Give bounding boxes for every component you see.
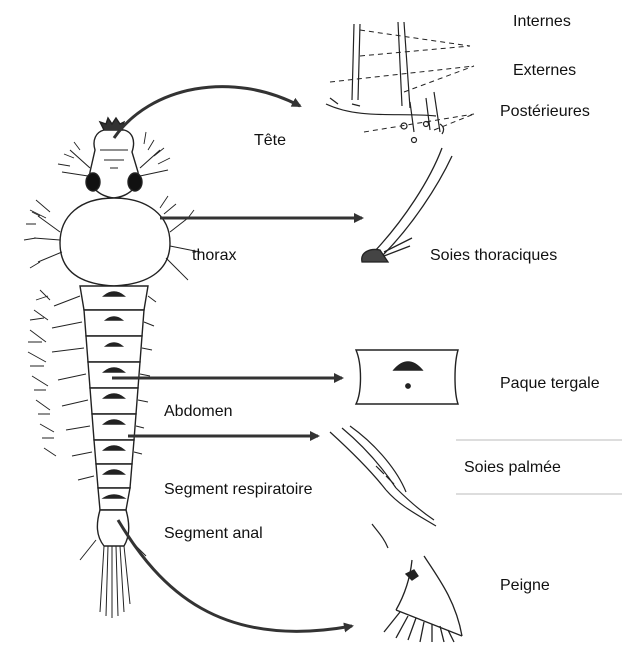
head-setae-detail bbox=[326, 22, 474, 143]
label-abdomen: Abdomen bbox=[164, 404, 233, 420]
label-segment-anal: Segment anal bbox=[164, 526, 263, 542]
tergal-plate-detail bbox=[356, 350, 458, 404]
label-paque-tergale: Paque tergale bbox=[500, 376, 600, 392]
label-externes: Externes bbox=[513, 63, 576, 79]
arrow-head bbox=[114, 87, 300, 138]
label-peigne: Peigne bbox=[500, 578, 550, 594]
abdomen-drawing bbox=[28, 286, 156, 618]
label-posterieures: Postérieures bbox=[500, 104, 590, 120]
label-soies-palmee: Soies palmée bbox=[464, 460, 561, 476]
thoracic-setae-detail bbox=[362, 148, 452, 262]
label-segment-respiratoire: Segment respiratoire bbox=[164, 482, 313, 498]
thorax-drawing bbox=[24, 196, 200, 286]
comb-detail bbox=[384, 556, 462, 642]
label-thorax: thorax bbox=[192, 248, 236, 264]
label-tete: Tête bbox=[254, 133, 286, 149]
label-internes: Internes bbox=[513, 14, 571, 30]
head-drawing bbox=[58, 118, 170, 198]
arrows bbox=[112, 87, 362, 632]
label-soies-thoraciques: Soies thoraciques bbox=[430, 248, 557, 264]
palmate-setae-detail bbox=[330, 426, 436, 548]
larva-body bbox=[24, 118, 200, 618]
